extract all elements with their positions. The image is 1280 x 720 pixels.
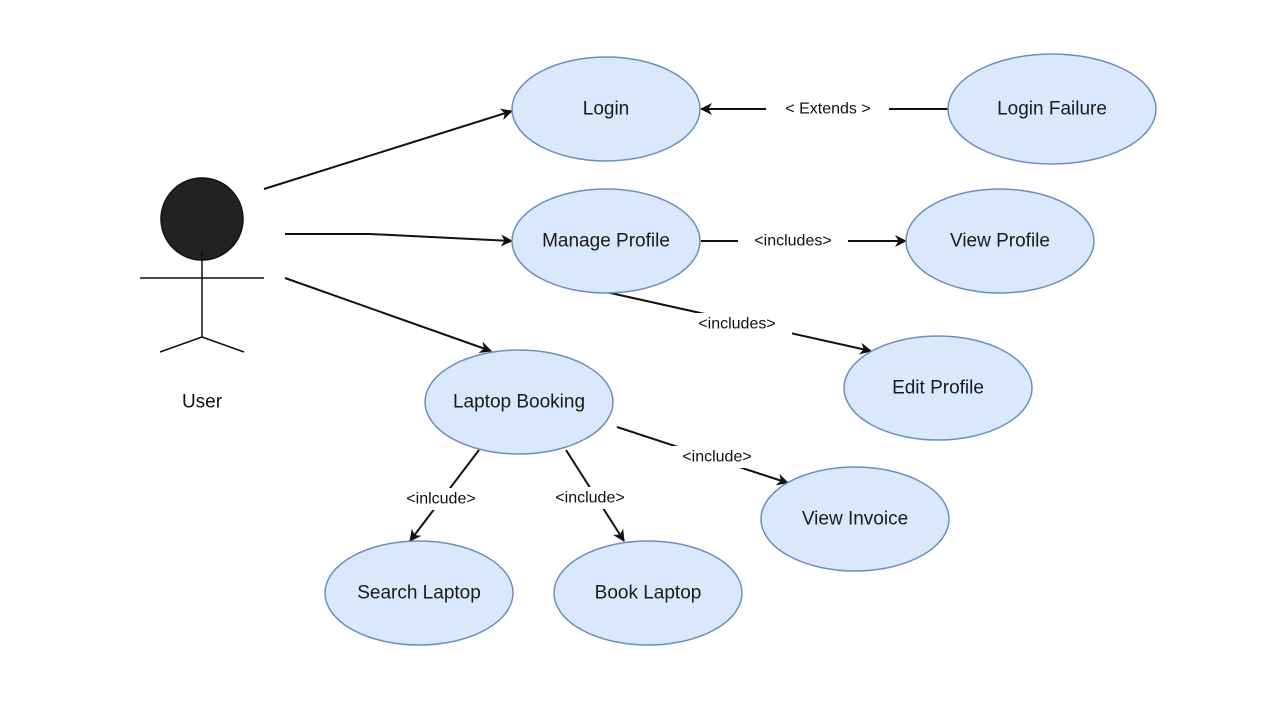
use-case-manage-profile-ellipse xyxy=(511,188,701,294)
use-case-login-label: Login xyxy=(583,99,630,120)
use-case-laptop-booking[interactable]: Laptop Booking xyxy=(424,349,614,455)
use-case-login-failure-label: Login Failure xyxy=(997,99,1107,120)
use-case-login-failure[interactable]: Login Failure xyxy=(947,53,1157,165)
use-case-login-failure-ellipse xyxy=(947,53,1157,165)
use-case-view-invoice-label: View Invoice xyxy=(802,509,908,530)
use-case-login[interactable]: Login xyxy=(511,56,701,162)
label-include-book-laptop: <include> xyxy=(555,490,624,507)
use-case-view-profile-ellipse xyxy=(905,188,1095,294)
use-case-search-laptop-ellipse xyxy=(324,540,514,646)
actor-left-leg xyxy=(159,336,203,353)
use-case-laptop-booking-ellipse xyxy=(424,349,614,455)
actor-label: User xyxy=(182,392,223,413)
edge-user-laptop-booking xyxy=(284,277,492,353)
label-inlcude-search-laptop: <inlcude> xyxy=(406,491,475,508)
use-case-edit-profile-label: Edit Profile xyxy=(892,378,984,399)
use-case-view-profile[interactable]: View Profile xyxy=(905,188,1095,294)
use-case-view-invoice[interactable]: View Invoice xyxy=(760,466,950,572)
use-case-login-ellipse xyxy=(511,56,701,162)
use-case-book-laptop-label: Book Laptop xyxy=(595,583,702,604)
use-case-view-profile-label: View Profile xyxy=(950,231,1050,252)
use-case-laptop-booking-label: Laptop Booking xyxy=(453,392,585,413)
use-case-view-invoice-ellipse xyxy=(760,466,950,572)
label-include-view-invoice: <include> xyxy=(682,449,751,466)
relation-labels: < Extends > <includes> <includes> <inclu… xyxy=(390,98,889,510)
use-case-edit-profile-ellipse xyxy=(843,335,1033,441)
use-case-book-laptop-ellipse xyxy=(553,540,743,646)
use-case-search-laptop-label: Search Laptop xyxy=(357,583,481,604)
use-case-edit-profile[interactable]: Edit Profile xyxy=(843,335,1033,441)
actor-user: User xyxy=(140,177,264,413)
label-includes-view-profile: <includes> xyxy=(754,233,831,250)
edge-user-manage-profile xyxy=(285,233,513,247)
actor-right-leg xyxy=(201,336,245,353)
label-includes-edit-profile: <includes> xyxy=(698,316,775,333)
use-case-manage-profile[interactable]: Manage Profile xyxy=(511,188,701,294)
use-case-manage-profile-label: Manage Profile xyxy=(542,231,670,252)
label-extends: < Extends > xyxy=(785,101,870,118)
use-case-search-laptop[interactable]: Search Laptop xyxy=(324,540,514,646)
actor-head xyxy=(160,177,244,261)
use-case-book-laptop[interactable]: Book Laptop xyxy=(553,540,743,646)
edge-user-login xyxy=(263,108,513,190)
